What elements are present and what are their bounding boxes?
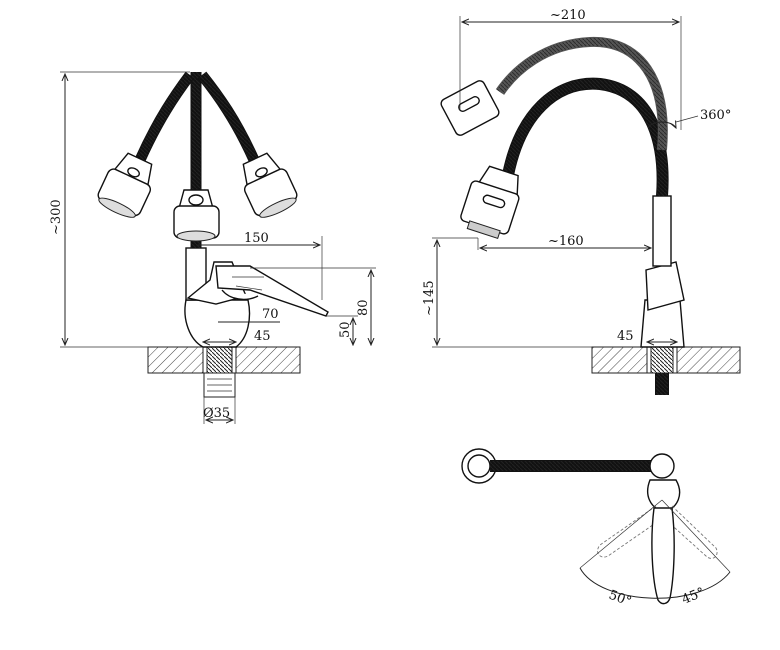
side-rotation-arrow (647, 122, 676, 128)
top-handle-ghost-right (665, 505, 718, 559)
front-lever-height-dimension: 80 (356, 299, 371, 316)
front-spout-reach-dimension: 150 (244, 231, 269, 246)
side-spout-column (652, 195, 672, 267)
side-body-width-dimension: 45 (617, 329, 634, 344)
front-height-dimension: ~300 (49, 199, 64, 235)
top-angle-arc (579, 567, 731, 599)
front-base-height-dimension: 50 (338, 321, 353, 338)
front-view: ~300 150 70 45 50 80 Ø35 (49, 71, 376, 424)
side-reach-dimension: ~160 (548, 234, 584, 249)
front-handle-reach-dimension: 70 (262, 307, 279, 322)
side-width-dimension: ~210 (550, 8, 586, 23)
side-height-dimension: ~145 (422, 280, 437, 316)
top-handle-active (651, 507, 675, 605)
side-view: 360° ~210 ~160 ~145 45 (422, 8, 741, 395)
side-rotation-dimension: 360° (700, 108, 731, 123)
front-body-width-dimension: 45 (254, 329, 271, 344)
front-faucet-base (184, 299, 251, 348)
top-view: 50° 45° (461, 448, 731, 610)
top-body-rosette (649, 453, 675, 479)
front-mount-diameter-dimension: Ø35 (203, 406, 230, 421)
top-handle-ghost-left (597, 505, 661, 558)
top-angle-left-dimension: 50° (607, 588, 634, 610)
top-angle-right-dimension: 45° (680, 585, 707, 608)
